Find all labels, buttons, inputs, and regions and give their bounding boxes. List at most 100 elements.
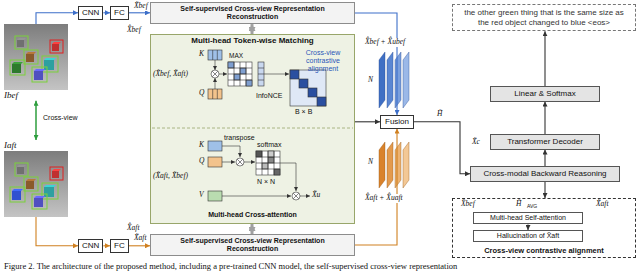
- feature-stack-before-part: [387, 52, 393, 108]
- token-matching-figure-part: [219, 74, 227, 75]
- cross-attention-figure-part: [208, 157, 222, 167]
- cross-attention-figure-part: [236, 158, 244, 166]
- token-matching-figure-part: [240, 68, 246, 74]
- cross-attention-figure-part: [222, 196, 291, 197]
- bounding-box: [15, 163, 28, 176]
- process-box: Hallucination of X̃aft: [473, 230, 583, 242]
- scene-ground: [4, 24, 68, 90]
- cross-attention-figure-part: [208, 141, 222, 151]
- feature-stack-before-part: [395, 52, 401, 108]
- cube-face: [44, 60, 54, 70]
- module-box: Self-supervised Cross-view Representatio…: [150, 234, 355, 256]
- cube-object: [10, 60, 25, 75]
- matching-panel-fill: [150, 34, 355, 224]
- annotation-label: Q: [199, 157, 204, 166]
- cube-top: [34, 196, 45, 198]
- feature-stack-before-part: [403, 52, 409, 108]
- connector: [544, 182, 545, 198]
- process-box: FC: [110, 6, 129, 20]
- cube-top: [44, 58, 56, 60]
- cube-face: [26, 181, 34, 189]
- annotation-label: V: [199, 191, 204, 200]
- node-text: Hallucination of X̃aft: [477, 232, 579, 240]
- cube-face: [52, 171, 59, 178]
- scene-illustration: [4, 151, 68, 217]
- process-box: Cross-modal Backward Reasoning: [470, 166, 620, 182]
- cube-object: [32, 67, 47, 82]
- token-matching-figure-part: [212, 50, 213, 60]
- cross-attention-figure-part: [208, 191, 222, 201]
- connector: [355, 129, 397, 245]
- bounding-box: [10, 60, 25, 75]
- token-matching-figure-part: [299, 79, 308, 88]
- annotation-label: X̃c: [472, 138, 480, 147]
- connector: [35, 101, 37, 140]
- connector-label: X̃aft: [133, 234, 148, 243]
- connector: [414, 122, 470, 174]
- cube-object: [42, 183, 58, 199]
- node-text: Cross-view contrastive alignment: [453, 246, 635, 255]
- node-text: Linear & Softmax: [494, 89, 596, 99]
- cube-face: [44, 187, 54, 197]
- connector: [544, 31, 545, 86]
- process-box: Multi-head Self-attention: [473, 212, 583, 224]
- bounding-box: [50, 167, 63, 180]
- annotation-label: K: [199, 141, 204, 150]
- cube-face: [52, 44, 59, 51]
- cross-attention-figure-part: [256, 151, 280, 175]
- cube-top: [44, 185, 56, 187]
- cube-object: [50, 167, 63, 180]
- annotation-label: X̃u: [312, 191, 320, 200]
- annotation-label: X̂bef: [127, 26, 141, 35]
- annotation-label: MAX: [229, 52, 243, 59]
- section-divider: [152, 128, 353, 129]
- cross-attention-figure-part: [237, 159, 243, 165]
- cube-object: [15, 36, 28, 49]
- process-box: Linear & Softmax: [490, 86, 600, 102]
- annotation-label: Q: [199, 89, 204, 98]
- output-caption-box: the other green thing that is the same s…: [452, 4, 636, 31]
- process-box: FC: [110, 239, 129, 253]
- annotation-label: X̂aft + X̂uaft: [365, 194, 403, 203]
- cross-attention-figure-part: [268, 157, 274, 163]
- token-matching-figure-part: [212, 71, 218, 77]
- annotation-label: K: [199, 50, 204, 59]
- cross-attention-figure-part: [293, 193, 299, 199]
- connector-group: [36, 13, 545, 246]
- cross-attention-figure: [208, 141, 310, 201]
- token-matching-figure-part: [228, 62, 234, 68]
- cross-attention-figure-part: [262, 163, 268, 169]
- cross-attention-figure-part: [292, 192, 300, 200]
- token-matching-figure-part: [258, 74, 264, 75]
- cube-top: [17, 38, 26, 40]
- token-matching-figure-part: [264, 74, 289, 75]
- node-text: FC: [114, 8, 125, 18]
- cube-face: [34, 71, 43, 80]
- token-matching-figure-part: [258, 68, 264, 69]
- feature-stack-before: [379, 52, 409, 108]
- process-box: CNN: [78, 6, 103, 20]
- connector-label: H̃: [436, 110, 443, 119]
- annotation-label: X̂bef + X̂ubef: [365, 38, 405, 47]
- cube-top: [26, 52, 36, 54]
- connector-label: Cross-view: [42, 114, 79, 122]
- connector: [544, 150, 545, 166]
- cube-object: [50, 40, 63, 53]
- annotation-label: X̃aft: [596, 200, 609, 209]
- annotation-label: X̂bef: [461, 200, 475, 209]
- feature-stack-before-part: [379, 52, 385, 108]
- connector: [129, 245, 150, 246]
- cross-attention-figure-part: [300, 196, 310, 197]
- annotation-label: N: [368, 158, 373, 167]
- cube-top: [52, 169, 61, 171]
- feature-stack-after: [379, 142, 409, 188]
- annotation-label: (X̃aft, X̃bef): [153, 172, 188, 181]
- token-matching-figure-part: [258, 62, 264, 86]
- connector: [544, 102, 545, 134]
- cube-top: [17, 165, 26, 167]
- token-matching-figure-part: [211, 70, 219, 78]
- figure-caption: Figure 2. The architecture of the propos…: [4, 262, 457, 271]
- cube-face: [12, 64, 21, 73]
- node-text: CNN: [82, 8, 99, 18]
- cube-object: [24, 50, 38, 64]
